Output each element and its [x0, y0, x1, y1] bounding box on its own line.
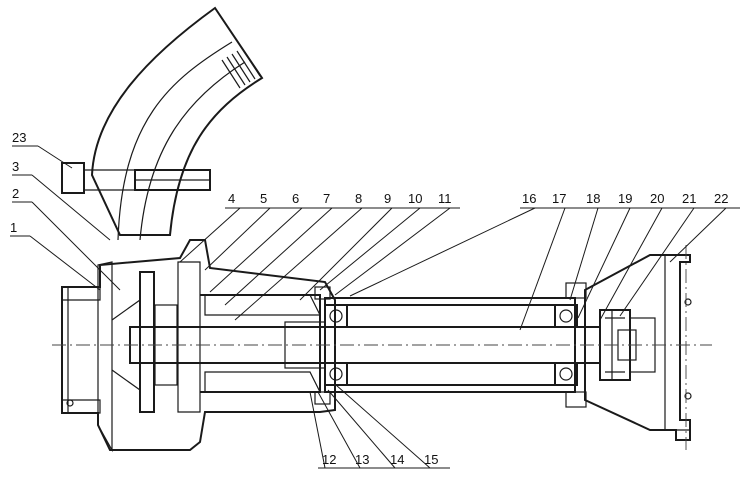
callout-12: 12	[322, 452, 336, 467]
callout-2: 2	[12, 186, 19, 201]
callout-13: 13	[355, 452, 369, 467]
impeller	[111, 271, 178, 413]
callout-18: 18	[586, 191, 600, 206]
callout-group-left: 23 3 2 1	[10, 130, 121, 291]
callout-group-bottom: 12 13 14 15	[309, 384, 450, 469]
callout-7: 7	[323, 191, 330, 206]
callout-23: 23	[12, 130, 26, 145]
callout-8: 8	[355, 191, 362, 206]
callout-11: 11	[438, 191, 452, 206]
outlet-grille	[221, 47, 261, 89]
callout-1: 1	[10, 220, 17, 235]
callout-9: 9	[384, 191, 391, 206]
pump-casing	[61, 239, 336, 453]
callout-group-right: 16 17 18 19 20 21 22	[349, 191, 740, 331]
callout-19: 19	[618, 191, 632, 206]
callout-14: 14	[390, 452, 404, 467]
callout-5: 5	[260, 191, 267, 206]
callout-6: 6	[292, 191, 299, 206]
callout-4: 4	[228, 191, 235, 206]
callout-15: 15	[424, 452, 438, 467]
callout-16: 16	[522, 191, 536, 206]
callout-21: 21	[682, 191, 696, 206]
callout-group-top: 4 5 6 7 8 9 10 11	[179, 191, 460, 321]
bearing-right	[554, 304, 578, 386]
callout-20: 20	[650, 191, 664, 206]
discharge-elbow	[61, 6, 264, 241]
motor-adapter	[584, 254, 692, 441]
callout-10: 10	[408, 191, 422, 206]
callout-3: 3	[12, 159, 19, 174]
callout-17: 17	[552, 191, 566, 206]
callout-22: 22	[714, 191, 728, 206]
